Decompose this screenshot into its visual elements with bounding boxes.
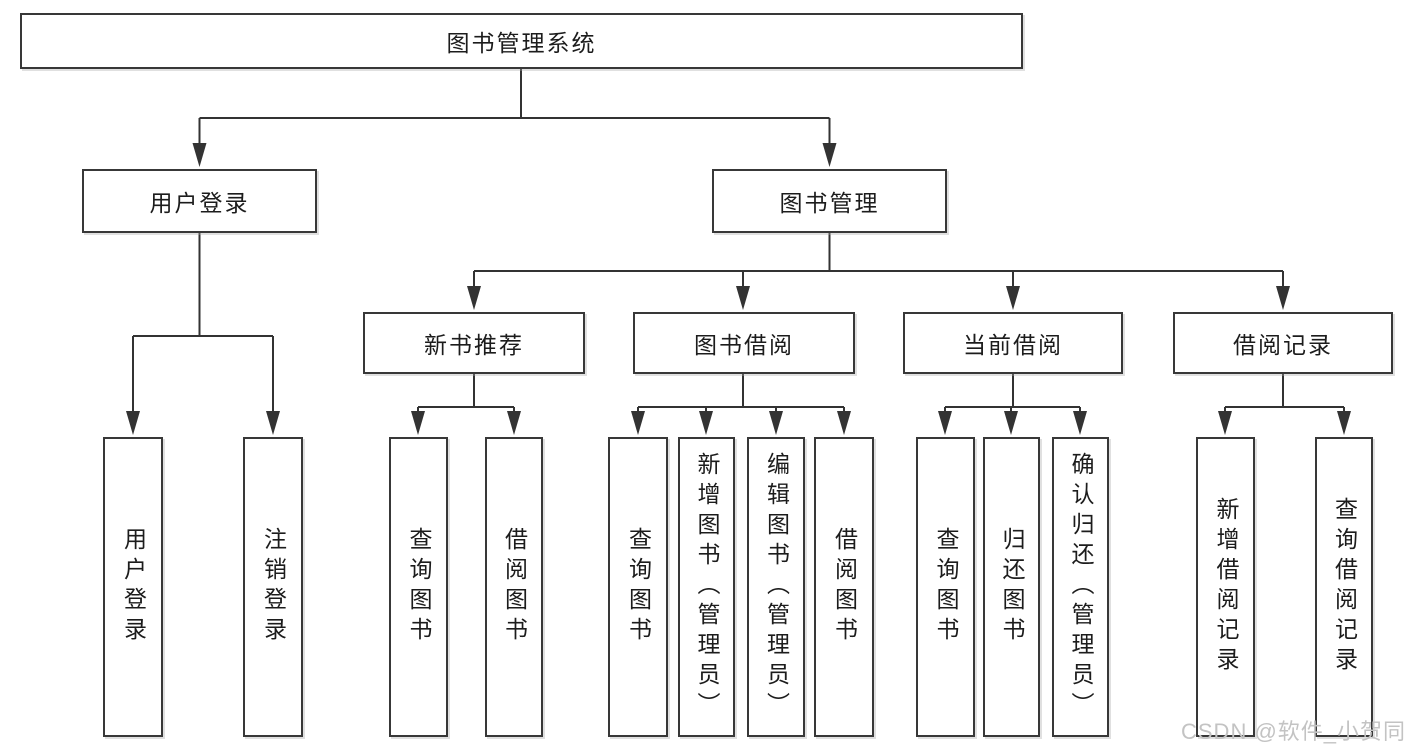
- leaf-return-books: 归还图书: [983, 437, 1040, 737]
- arrow-down-icon: [822, 143, 837, 167]
- node-book-management: 图书管理: [712, 169, 947, 233]
- leaf-label: 新增图书（管理员）: [694, 452, 720, 722]
- leaf-query-books-borrow: 查询图书: [608, 437, 668, 737]
- node-label: 图书借阅: [694, 332, 794, 358]
- leaf-label: 用户登录: [120, 527, 147, 647]
- arrow-down-icon: [699, 411, 713, 435]
- leaf-borrow-books-recommend: 借阅图书: [485, 437, 543, 737]
- connector-path: [132, 69, 1345, 428]
- node-borrowing-records: 借阅记录: [1173, 312, 1393, 374]
- node-current-borrowing: 当前借阅: [903, 312, 1123, 374]
- leaf-label: 查询图书: [406, 527, 432, 647]
- node-user-login: 用户登录: [82, 169, 317, 233]
- leaf-add-books-admin: 新增图书（管理员）: [678, 437, 735, 737]
- arrow-down-icon: [1337, 411, 1351, 435]
- arrow-down-icon: [837, 411, 851, 435]
- arrow-down-icon: [266, 411, 280, 435]
- arrow-down-icon: [631, 411, 645, 435]
- leaf-user-login: 用户登录: [103, 437, 163, 737]
- arrow-down-icon: [1073, 411, 1087, 435]
- leaf-label: 新增借阅记录: [1213, 497, 1239, 677]
- node-label: 借阅记录: [1233, 332, 1333, 358]
- leaf-edit-books-admin: 编辑图书（管理员）: [747, 437, 805, 737]
- leaf-label: 借阅图书: [831, 527, 858, 647]
- arrow-down-icon: [736, 286, 750, 310]
- csdn-watermark: CSDN @软件_小贺同学: [1181, 719, 1405, 744]
- node-new-book-recommendation: 新书推荐: [363, 312, 585, 374]
- node-label: 图书管理系统: [446, 30, 597, 56]
- arrow-down-icon: [1004, 411, 1018, 435]
- leaf-confirm-return-admin: 确认归还（管理员）: [1052, 437, 1109, 737]
- leaf-logout: 注销登录: [243, 437, 303, 737]
- leaf-add-borrow-record: 新增借阅记录: [1196, 437, 1255, 737]
- leaf-label: 确认归还（管理员）: [1068, 452, 1094, 722]
- leaf-query-borrow-record: 查询借阅记录: [1315, 437, 1373, 737]
- leaf-label: 查询图书: [625, 527, 652, 647]
- arrow-down-icon: [467, 286, 481, 310]
- leaf-label: 查询借阅记录: [1331, 497, 1358, 677]
- leaf-borrow-books: 借阅图书: [814, 437, 874, 737]
- node-label: 新书推荐: [424, 332, 524, 358]
- leaf-label: 注销登录: [260, 527, 287, 647]
- arrow-down-icon: [1006, 286, 1020, 310]
- leaf-query-books-current: 查询图书: [916, 437, 975, 737]
- node-label: 图书管理: [779, 190, 880, 216]
- arrow-down-icon: [411, 411, 425, 435]
- arrow-down-icon: [1276, 286, 1290, 310]
- arrow-down-icon: [1218, 411, 1232, 435]
- leaf-label: 借阅图书: [501, 527, 528, 647]
- arrow-down-icon: [769, 411, 783, 435]
- node-label: 用户登录: [149, 190, 250, 216]
- node-library-management-system: 图书管理系统: [20, 13, 1023, 69]
- arrow-down-icon: [126, 411, 140, 435]
- node-book-borrowing: 图书借阅: [633, 312, 855, 374]
- leaf-label: 查询图书: [933, 527, 959, 647]
- leaf-query-books-recommend: 查询图书: [389, 437, 448, 737]
- node-label: 当前借阅: [963, 332, 1063, 358]
- leaf-label: 编辑图书（管理员）: [763, 452, 790, 722]
- arrowheads: [126, 143, 1351, 435]
- arrow-down-icon: [938, 411, 952, 435]
- arrow-down-icon: [507, 411, 521, 435]
- leaf-label: 归还图书: [999, 527, 1025, 647]
- arrow-down-icon: [192, 143, 207, 167]
